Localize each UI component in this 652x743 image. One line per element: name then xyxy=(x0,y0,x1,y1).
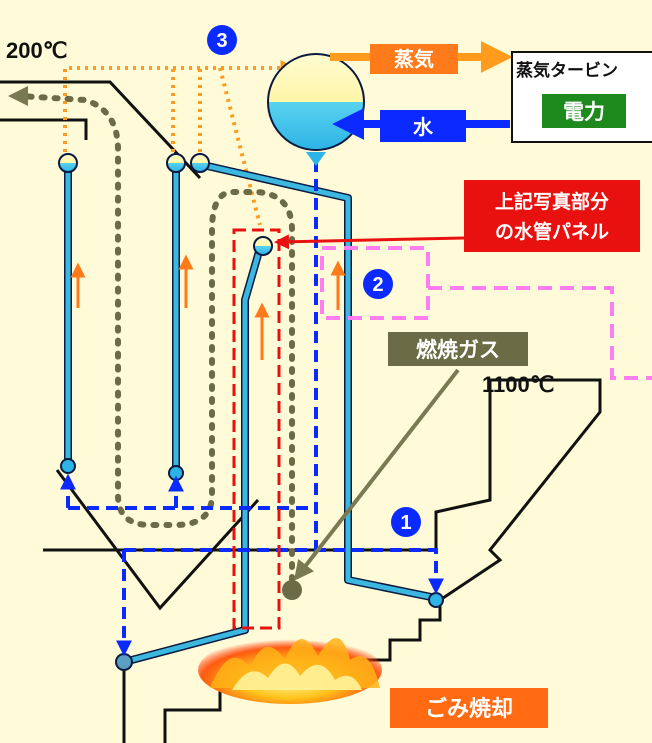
marker-3: 3 xyxy=(207,25,237,55)
gas-pointer-arrow xyxy=(293,368,460,581)
callout-arrow xyxy=(274,234,465,250)
furnace-temperature: 1100℃ xyxy=(482,372,554,397)
region-2-highlight xyxy=(320,246,430,320)
callout-line-2: の水管パネル xyxy=(495,220,609,243)
water-label: 水 xyxy=(413,116,434,139)
gas-label: 燃焼ガス xyxy=(416,338,500,362)
water-label-box xyxy=(380,110,466,142)
incineration-label: ごみ焼却 xyxy=(425,696,513,721)
power-label-box xyxy=(542,94,626,128)
marker-1-label: 1 xyxy=(400,512,411,534)
incineration-label-box xyxy=(390,688,548,728)
marker-1: 1 xyxy=(391,507,421,537)
callout-box xyxy=(464,180,640,252)
steam-drum xyxy=(267,53,365,151)
exit-temperature: 200℃ xyxy=(6,38,67,63)
steam-label-box xyxy=(370,44,458,74)
flame-icon xyxy=(198,636,382,704)
steam-label: 蒸気 xyxy=(394,47,434,71)
gas-path xyxy=(17,93,295,583)
marker-2-label: 2 xyxy=(372,274,383,296)
gas-label-box xyxy=(388,332,528,366)
gas-exit-arrow-icon xyxy=(8,86,28,106)
panel-highlight xyxy=(232,228,281,630)
marker-3-label: 3 xyxy=(216,30,227,52)
region-2-leader xyxy=(428,286,652,380)
water-tubes xyxy=(64,161,440,666)
turbine-label: 蒸気タービン xyxy=(516,60,618,80)
down-arrow-icon xyxy=(306,152,326,166)
gas-source-dot xyxy=(282,580,302,600)
power-label: 電力 xyxy=(563,101,605,124)
flow-up-arrows xyxy=(70,254,346,360)
marker-2: 2 xyxy=(363,269,393,299)
callout-line-1: 上記写真部分 xyxy=(495,190,609,213)
water-supply-lines xyxy=(60,160,444,657)
steam-collector-lines xyxy=(63,60,297,226)
